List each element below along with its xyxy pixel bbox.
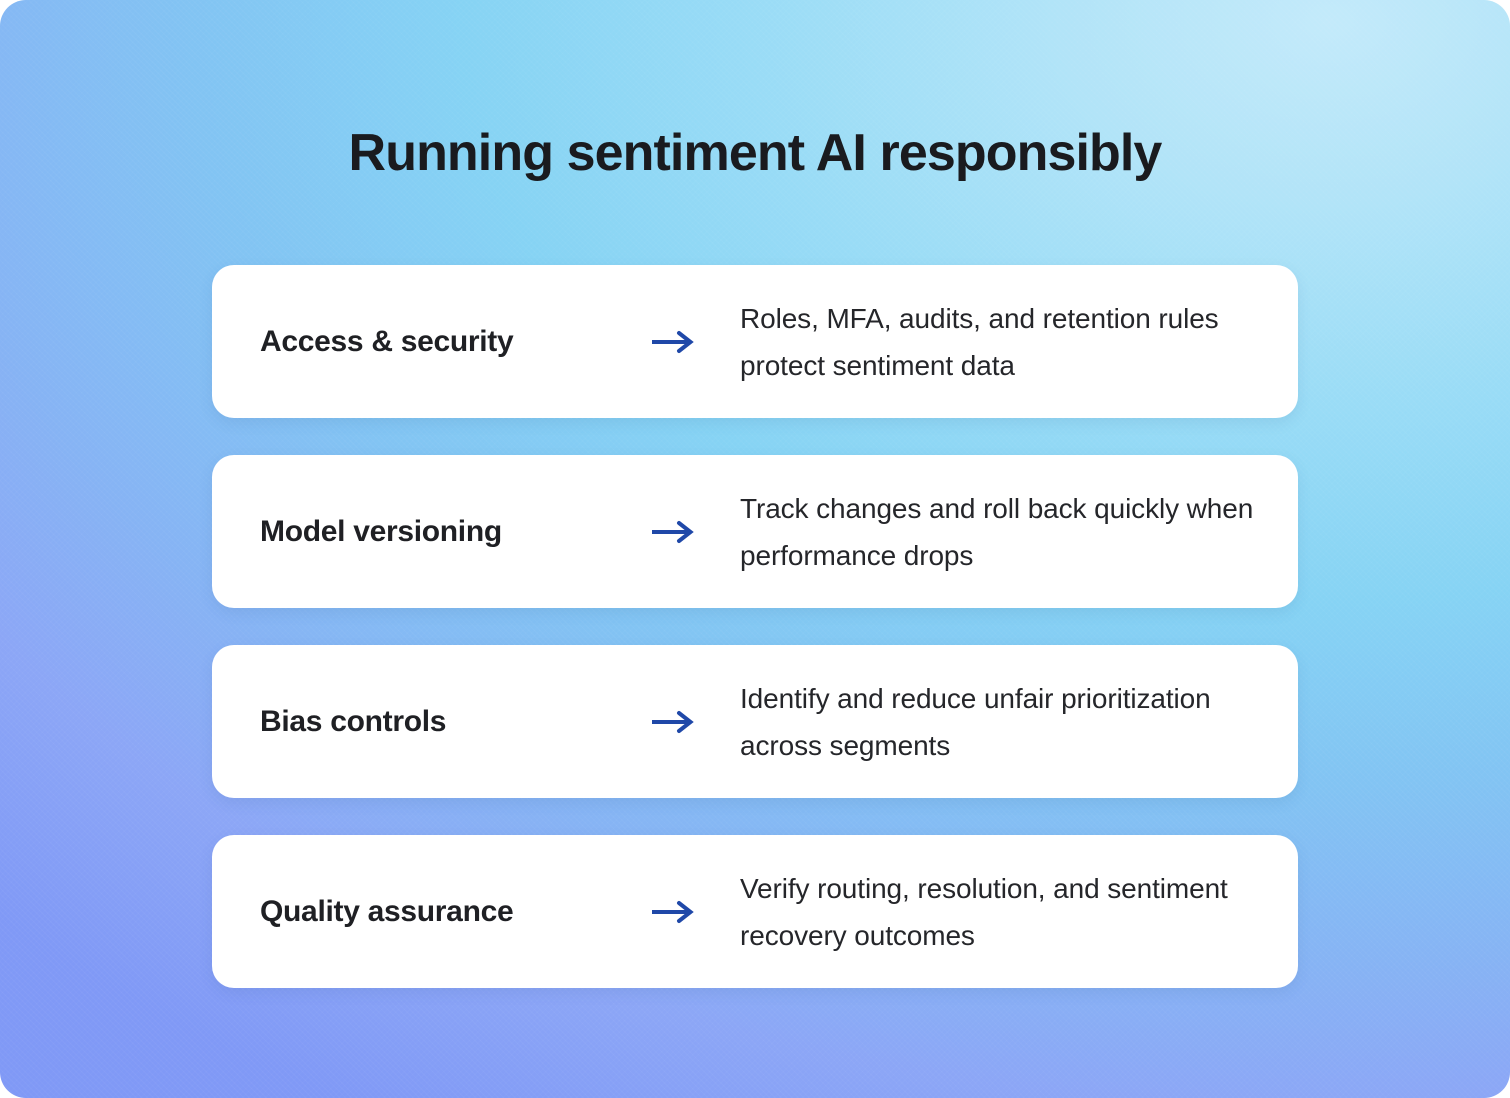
arrow-right-icon: [650, 330, 740, 354]
arrow-right-icon: [650, 900, 740, 924]
card-description: Verify routing, resolution, and sentimen…: [740, 872, 1228, 951]
page-title: Running sentiment AI responsibly: [348, 124, 1163, 182]
arrow-right-icon: [650, 520, 740, 544]
card-description: Identify and reduce unfair prioritizatio…: [740, 682, 1211, 761]
card-label: Quality assurance: [260, 894, 514, 928]
list-item: Access & security Roles, MFA, audits, an…: [212, 265, 1298, 418]
card-label: Model versioning: [260, 514, 502, 548]
list-item: Model versioning Track changes and roll …: [212, 455, 1298, 608]
list-item: Quality assurance Verify routing, resolu…: [212, 835, 1298, 988]
practice-card-list: Access & security Roles, MFA, audits, an…: [212, 265, 1298, 988]
card-label: Bias controls: [260, 704, 447, 738]
list-item: Bias controls Identify and reduce unfair…: [212, 645, 1298, 798]
card-description: Roles, MFA, audits, and retention rules …: [740, 302, 1219, 381]
card-description: Track changes and roll back quickly when…: [740, 492, 1254, 571]
arrow-right-icon: [650, 710, 740, 734]
card-label: Access & security: [260, 324, 514, 358]
